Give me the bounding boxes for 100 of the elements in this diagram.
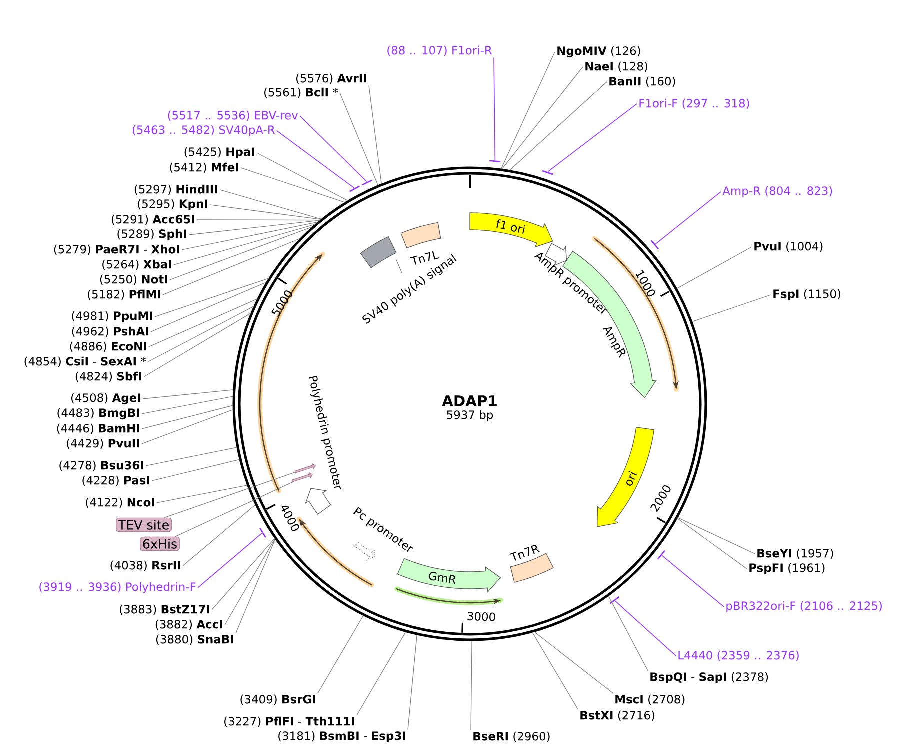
leader-line [182, 222, 318, 250]
site-label: (5561) BclI* [264, 88, 338, 98]
site-label: (5576) AvrII [296, 74, 366, 84]
primer-label: (3919 .. 3936) Polyhedrin-F [40, 582, 196, 594]
site-label: (3227) PflFI - Tth111I [224, 716, 354, 728]
site-label: PspFI (1961) [750, 563, 825, 575]
site-label: MscI (2708) [616, 694, 685, 706]
leader-line [494, 57, 496, 161]
leader-line [356, 632, 406, 716]
plasmid-name: ADAP1 [442, 396, 497, 406]
leader-line [256, 152, 348, 202]
leader-line [142, 390, 234, 400]
leader-line [146, 447, 238, 466]
gene-feature: GmR [397, 558, 502, 593]
site-label: BstXI (2716) [580, 710, 655, 722]
site-label: (3882) AccI [156, 620, 222, 630]
leader-line [240, 168, 346, 203]
site-label: BseYI (1957) [758, 548, 834, 560]
site-label: (4854) CsiI - SexAI* [24, 356, 146, 368]
leader-line [678, 517, 756, 554]
site-label: BanII (160) [610, 76, 676, 88]
leader-line [502, 66, 584, 170]
leader-line [677, 518, 748, 570]
primer-label: (88 .. 107) F1ori-R [388, 46, 492, 56]
leader-line [188, 220, 320, 236]
site-label: (4038) RsrII [110, 560, 180, 572]
leader-line [236, 538, 276, 634]
site-label: (5291) Acc65I [112, 214, 194, 226]
site-label: (4228) PasI [82, 476, 150, 486]
leader-line [300, 116, 368, 182]
leader-line [220, 190, 322, 220]
leader-line [182, 504, 256, 566]
leader-line [212, 538, 276, 610]
site-label: (5279) PaeR7I - XhoI [54, 244, 180, 256]
tag-feature [292, 472, 313, 482]
site-label: (4886) EcoNI [70, 342, 146, 352]
leader-line [150, 282, 267, 332]
leader-line [501, 52, 556, 170]
leader-line [470, 640, 472, 731]
tag-feature [294, 463, 316, 474]
leader-line [532, 632, 578, 710]
leader-line [156, 485, 248, 504]
leader-line [174, 224, 316, 266]
leader-line [534, 632, 614, 694]
site-label: (4824) SbfI [76, 372, 142, 382]
primer-label: (5463 .. 5482) SV40pA-R [132, 125, 276, 137]
leader-line [170, 226, 313, 280]
site-label: (5250) NotI [100, 274, 168, 286]
site-label: (4122) NcoI [86, 498, 154, 508]
site-label: PvuI (1004) [754, 242, 823, 252]
leader-line [144, 312, 252, 378]
leader-line [408, 634, 418, 730]
leader-line [142, 409, 234, 444]
leader-line [142, 405, 234, 430]
site-label: BseRI (2960) [474, 732, 550, 742]
leader-line [154, 278, 270, 318]
feature-tag: TEV site [116, 518, 172, 532]
gene-feature: f1 ori [470, 212, 554, 248]
leader-line [142, 396, 234, 414]
site-label: (4981) PpuMI [72, 311, 152, 323]
leader-line [224, 538, 276, 626]
leader-line [318, 615, 364, 694]
leader-line [198, 533, 262, 588]
leader-line [510, 82, 608, 171]
leader-line [148, 298, 258, 348]
primer-label: Amp-R (804 .. 823) [722, 186, 832, 198]
feature-box: Tn7R [510, 545, 554, 583]
site-label: (4429) PvuII [67, 438, 140, 450]
site-label: (3409) BsrGI [240, 694, 316, 706]
site-label: (3181) BsmBI - Esp3I [278, 731, 406, 743]
site-label: (5295) KpnI [138, 199, 208, 211]
site-label: (4446) BamHI [57, 424, 140, 434]
site-label: (5425) HpaI [184, 147, 254, 159]
primer-label: pBR322ori-F (2106 .. 2125) [726, 601, 882, 613]
leader-line [162, 238, 300, 296]
leader-line [276, 130, 355, 188]
site-label: (4483) BmgBI [58, 408, 140, 420]
leader-line [615, 600, 676, 656]
site-label: (5297) HindIII [134, 184, 218, 196]
site-label: (5289) SphI [118, 229, 186, 241]
primer-label: (5517 .. 5536) EBV-rev [168, 110, 298, 122]
leader-line [210, 204, 322, 220]
site-label: (3880) SnaBI [156, 634, 234, 646]
leader-line [196, 220, 321, 221]
site-label: (4278) Bsu36I [60, 460, 144, 472]
leader-line [368, 85, 382, 184]
primer-label: F1ori-F (297 .. 318) [640, 98, 750, 110]
site-label: (4962) PshAI [72, 326, 148, 338]
site-label: (5182) PflMI [88, 290, 160, 300]
site-label: (4508) AgeI [72, 393, 140, 405]
site-label: BspQI - SapI (2378) [650, 672, 768, 684]
leader-line [175, 482, 293, 538]
site-label: (3883) BstZ17I [120, 604, 210, 616]
site-label: (5264) XbaI [102, 260, 172, 270]
leader-line [548, 104, 638, 172]
leader-line [655, 192, 722, 245]
leader-line [164, 472, 296, 518]
leader-line [340, 92, 378, 186]
site-label: NaeI (128) [586, 62, 648, 72]
leader-line [148, 306, 254, 362]
